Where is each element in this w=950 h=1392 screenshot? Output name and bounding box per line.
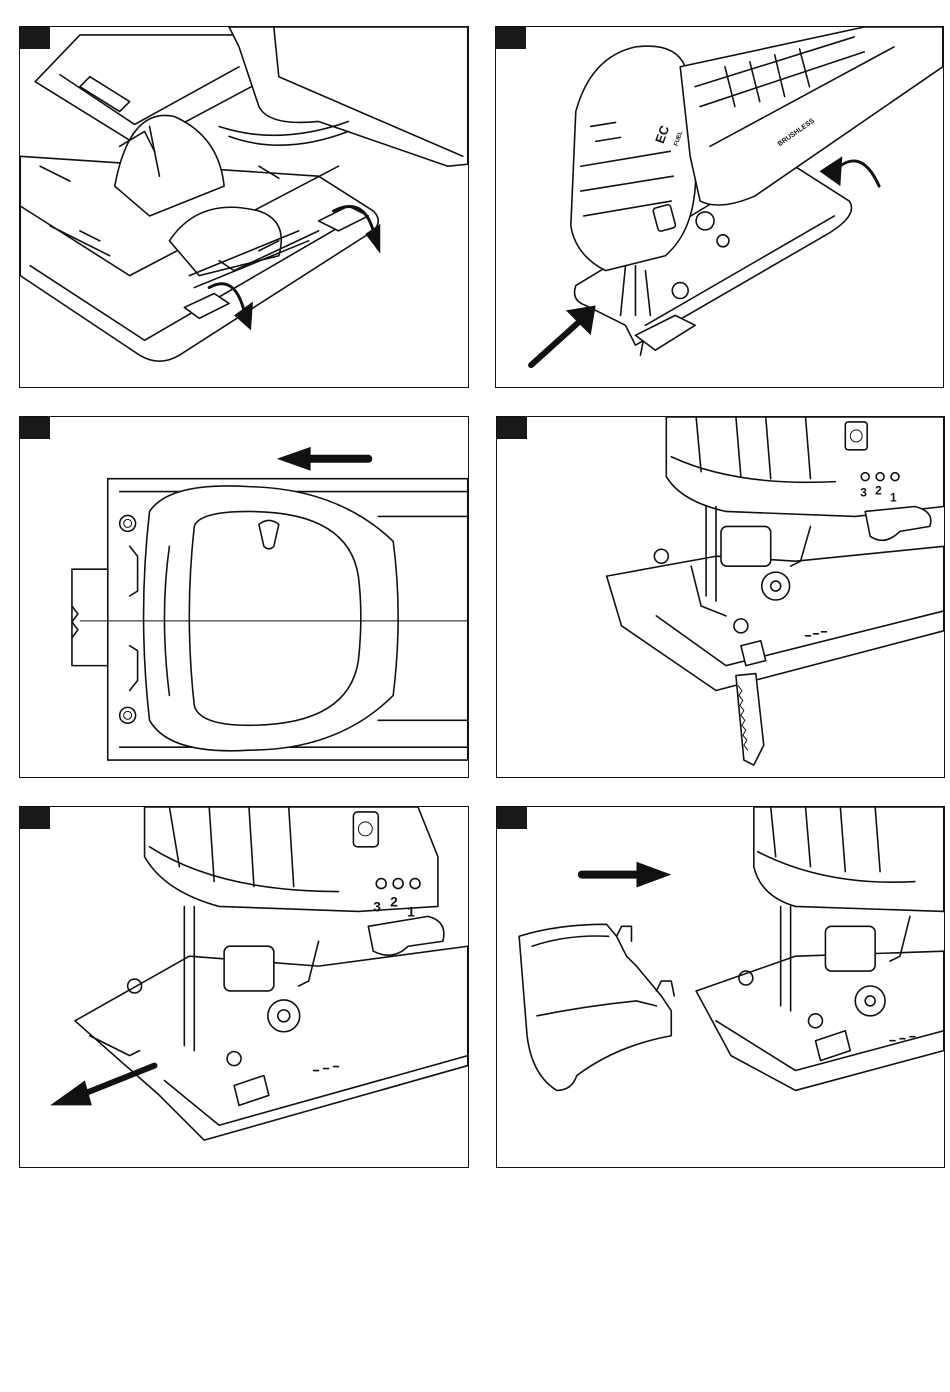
- figure-1: [19, 26, 469, 388]
- figure-3: [19, 416, 469, 778]
- figure-6: [496, 806, 945, 1168]
- figure-4-marker: [497, 417, 527, 439]
- figure-2-illustration: EC FUEL BRUSHLESS: [496, 27, 943, 387]
- figure-5: 3 2 1: [19, 806, 469, 1168]
- figure-3-marker: [20, 417, 50, 439]
- figure-2-marker: [496, 27, 526, 49]
- speed-dial-2: 2: [390, 893, 398, 909]
- figure-1-marker: [20, 27, 50, 49]
- speed-dial-3: 3: [860, 486, 867, 500]
- figure-4: 3 2 1: [496, 416, 945, 778]
- figure-2: EC FUEL BRUSHLESS: [495, 26, 944, 388]
- figure-5-marker: [20, 807, 50, 829]
- figure-4-illustration: 3 2 1: [497, 417, 944, 777]
- speed-dial-1: 1: [407, 903, 415, 919]
- figure-5-illustration: 3 2 1: [20, 807, 468, 1167]
- figure-3-illustration: [20, 417, 468, 777]
- figure-1-illustration: [20, 27, 468, 387]
- figure-6-illustration: [497, 807, 944, 1167]
- speed-dial-1: 1: [890, 491, 897, 505]
- speed-dial-2: 2: [875, 484, 882, 498]
- figure-6-marker: [497, 807, 527, 829]
- speed-dial-3: 3: [373, 898, 381, 914]
